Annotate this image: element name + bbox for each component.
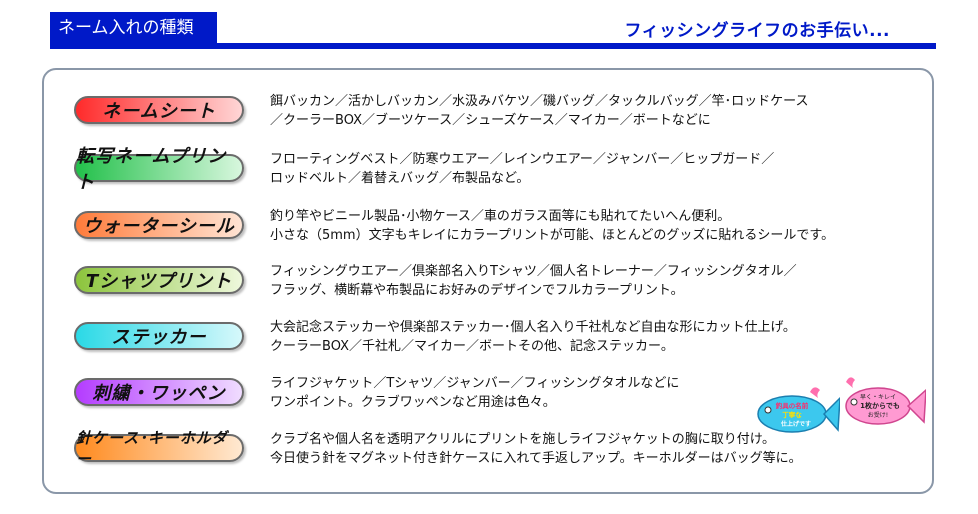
pill-transfer-print[interactable]: 転写ネームプリント <box>74 146 244 193</box>
description-line: フィッシングウエアー／倶楽部名入りTシャツ／個人名トレーナー／フィッシングタオル… <box>270 264 797 279</box>
pill-needle-case[interactable]: 針ケース･キーホルダー <box>74 429 244 468</box>
blue-fish-illustration: 釣具の名前 丁寧な 仕上げです <box>757 387 840 433</box>
description-line: ロッドベルト／着替えバッグ／布製品など。 <box>270 171 530 186</box>
fish-text: 釣具の名前 <box>776 401 809 410</box>
row-embroidery: 刺繍・ワッペン ライフジャケット／Tシャツ／ジャンバー／フィッシングタオルなどに… <box>74 374 914 416</box>
fish-text: 丁寧な <box>782 410 802 419</box>
pill-sticker[interactable]: ステッカー <box>74 322 244 350</box>
fish-text: 仕上げです <box>780 420 811 428</box>
description-line: フローティングベスト／防寒ウエアー／レインウエアー／ジャンバー／ヒップガード／ <box>270 152 775 167</box>
section-title: ネーム入れの種類 <box>50 12 217 44</box>
description-line: ／クーラーBOX／ブーツケース／シューズケース／マイカー／ボートなどに <box>270 113 711 128</box>
pink-fish-illustration: 早く・キレイ 1枚からでも お受け! <box>845 377 926 425</box>
pill-water-seal[interactable]: ウォーターシール <box>74 211 244 239</box>
description-line: ライフジャケット／Tシャツ／ジャンバー／フィッシングタオルなどに <box>270 376 680 391</box>
row-description: フィッシングウエアー／倶楽部名入りTシャツ／個人名トレーナー／フィッシングタオル… <box>270 262 910 300</box>
pill-embroidery[interactable]: 刺繍・ワッペン <box>74 378 244 406</box>
header: ネーム入れの種類 フィッシングライフのお手伝い... <box>0 0 978 50</box>
row-sticker: ステッカー 大会記念ステッカーや倶楽部ステッカー･個人名入り千社札など自由な形に… <box>74 318 914 360</box>
row-description: 大会記念ステッカーや倶楽部ステッカー･個人名入り千社札など自由な形にカット仕上げ… <box>270 318 910 356</box>
pill-tshirt-print[interactable]: Tシャツプリント <box>74 266 244 294</box>
header-tagline: フィッシングライフのお手伝い... <box>624 21 890 41</box>
description-line: 小さな（5mm）文字もキレイにカラープリントが可能、ほとんどのグッズに貼れるシー… <box>270 228 835 243</box>
description-line: 釣り竿やビニール製品･小物ケース／車のガラス面等にも貼れてたいへん便利。 <box>270 209 731 224</box>
description-line: クラブ名や個人名を透明アクリルにプリントを施しライフジャケットの胸に取り付け。 <box>270 432 776 447</box>
row-description: フローティングベスト／防寒ウエアー／レインウエアー／ジャンバー／ヒップガード／ … <box>270 150 910 188</box>
heart-icon <box>810 387 820 398</box>
row-description: ライフジャケット／Tシャツ／ジャンバー／フィッシングタオルなどに ワンポイント。… <box>270 374 910 412</box>
row-name-sheet: ネームシート 餌バッカン／活かしバッカン／水汲みバケツ／磯バッグ／タックルバッグ… <box>74 92 914 134</box>
description-line: 大会記念ステッカーや倶楽部ステッカー･個人名入り千社札など自由な形にカット仕上げ… <box>270 320 796 335</box>
header-rule <box>50 43 936 49</box>
description-line: 今日使う針をマグネット付き針ケースに入れて手返しアップ。キーホルダーはバッグ等に… <box>270 451 802 466</box>
fish-text: 1枚からでも <box>860 401 900 410</box>
heart-icon <box>846 377 855 388</box>
pill-name-sheet[interactable]: ネームシート <box>74 96 244 124</box>
row-description: 釣り竿やビニール製品･小物ケース／車のガラス面等にも貼れてたいへん便利。 小さな… <box>270 207 910 245</box>
product-panel: ネームシート 餌バッカン／活かしバッカン／水汲みバケツ／磯バッグ／タックルバッグ… <box>42 68 934 494</box>
row-transfer-print: 転写ネームプリント フローティングベスト／防寒ウエアー／レインウエアー／ジャンバ… <box>74 146 914 193</box>
row-description: クラブ名や個人名を透明アクリルにプリントを施しライフジャケットの胸に取り付け。 … <box>270 430 910 468</box>
description-line: フラッグ、横断幕や布製品にお好みのデザインでフルカラープリント。 <box>270 283 684 298</box>
description-line: ワンポイント。クラブワッペンなど用途は色々。 <box>270 395 556 410</box>
row-description: 餌バッカン／活かしバッカン／水汲みバケツ／磯バッグ／タックルバッグ／竿･ロッドケ… <box>270 92 910 130</box>
description-line: 餌バッカン／活かしバッカン／水汲みバケツ／磯バッグ／タックルバッグ／竿･ロッドケ… <box>270 94 809 109</box>
fish-text: 早く・キレイ <box>860 394 896 401</box>
row-tshirt-print: Tシャツプリント フィッシングウエアー／倶楽部名入りTシャツ／個人名トレーナー／… <box>74 262 914 304</box>
fish-text: お受け! <box>868 411 888 419</box>
description-line: クーラーBOX／千社札／マイカー／ボートその他、記念ステッカー。 <box>270 339 674 354</box>
row-needle-case: 針ケース･キーホルダー クラブ名や個人名を透明アクリルにプリントを施しライフジャ… <box>74 429 914 472</box>
row-water-seal: ウォーターシール 釣り竿やビニール製品･小物ケース／車のガラス面等にも貼れてたい… <box>74 207 914 249</box>
